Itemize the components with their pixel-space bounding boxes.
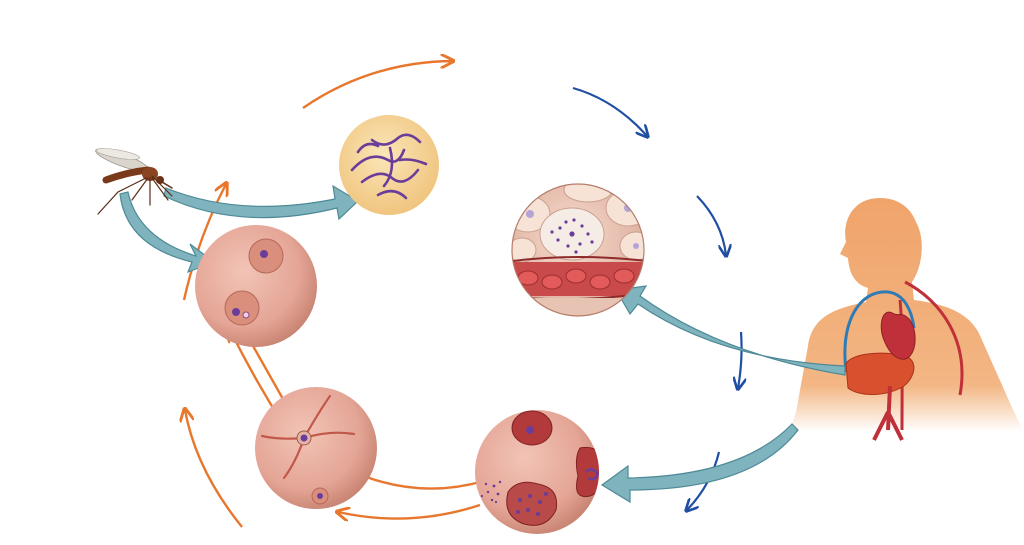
blue-arrow-3 — [738, 331, 742, 388]
heart-organ — [880, 311, 916, 360]
liver-organ — [845, 352, 915, 395]
gametocyte-icon — [255, 387, 377, 509]
blood-vessel — [843, 290, 916, 373]
orange-arrow-blood-to-gameto-b — [338, 503, 481, 519]
arrow-mosquito-to-sporozoites — [163, 184, 359, 221]
orange-arrow-left-up — [182, 184, 226, 301]
human-cycle-arrows — [572, 86, 742, 510]
arrow-human-to-blood-stage — [600, 423, 799, 504]
infected-rbc-icon — [475, 410, 599, 534]
mosquito-icon — [95, 148, 173, 215]
sporozoites-icon — [339, 115, 439, 215]
orange-arrow-top — [302, 61, 452, 109]
blue-arrow-2 — [696, 195, 726, 255]
oocyst-icon — [195, 225, 317, 347]
blue-arrow-1 — [572, 86, 647, 136]
human-body-icon — [790, 198, 1024, 441]
orange-arrow-bottom-left — [185, 410, 243, 528]
